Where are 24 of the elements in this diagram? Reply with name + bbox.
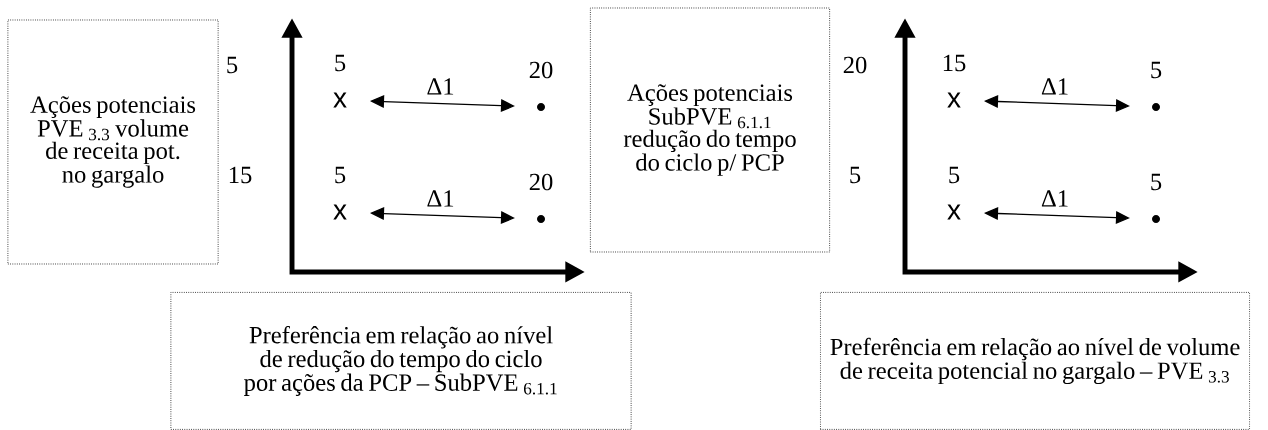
dot-mark [1152, 215, 1160, 223]
edge-label: Δ1 [427, 78, 454, 95]
cross-mark: x [333, 204, 347, 220]
value-label: 5 [335, 166, 346, 184]
value-label: 5 [949, 166, 960, 184]
value-label: 5 [1151, 61, 1162, 79]
value-label: 20 [529, 173, 553, 191]
value-label: 15 [943, 54, 966, 72]
edge-label: Δ1 [427, 190, 454, 207]
text-box: Ações potenciais PVE $_{3.3}$ volume de receita pot. no gargalo [7, 19, 219, 265]
dot-mark [537, 215, 545, 223]
cross-mark: x [947, 92, 961, 108]
dot-mark [537, 103, 545, 111]
dot-mark [1152, 103, 1160, 111]
text-box: Preferência em relação ao nível de redução do tempo do ciclo por ações da PCP – SubPVE $_{6.1.1}$ [170, 292, 632, 430]
text-box: Ações potenciais SubPVE $_{6.1.1}$ redução do tempo do ciclo p/ PCP [589, 7, 831, 253]
value-label: 20 [529, 61, 553, 79]
edge-label: Δ1 [1041, 190, 1068, 207]
text-box: Preferência em relação ao nível de volume de receita potencial no gargalo – PVE $_{3.3}$ [819, 292, 1251, 430]
cross-mark: x [333, 92, 347, 108]
edge-label: Δ1 [1041, 78, 1068, 95]
cross-mark: x [947, 204, 961, 220]
value-label: 5 [335, 54, 346, 72]
value-label: 5 [1151, 173, 1162, 191]
